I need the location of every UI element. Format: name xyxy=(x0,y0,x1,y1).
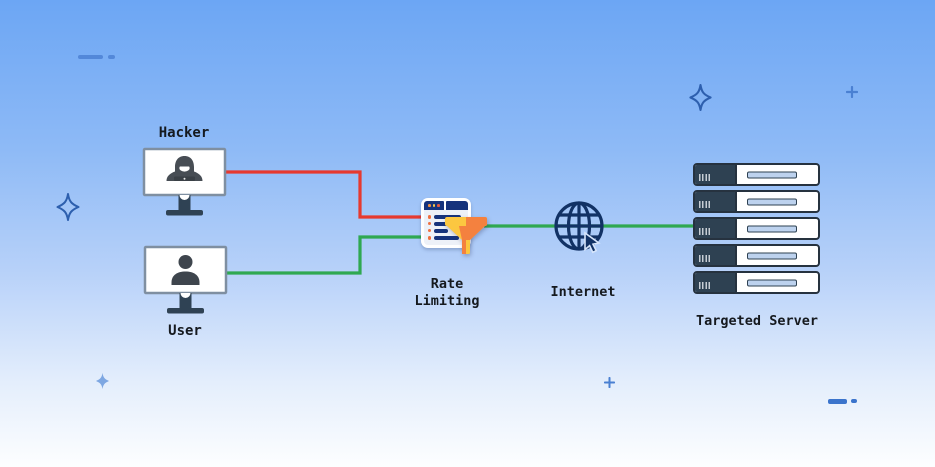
text-bar xyxy=(434,235,460,241)
server-vents-icon xyxy=(699,255,710,262)
server-unit xyxy=(693,217,820,240)
list-row xyxy=(428,228,464,233)
bullet-icon xyxy=(428,222,432,226)
dash-long xyxy=(78,55,103,59)
text-bar xyxy=(434,221,449,226)
server-drive-slot xyxy=(747,279,797,286)
browser-body xyxy=(424,210,468,245)
server-front-panel xyxy=(695,219,737,238)
window-dot-icon xyxy=(428,204,431,207)
server-vents-icon xyxy=(699,228,710,235)
globe-cursor-icon xyxy=(554,201,604,254)
dash-long xyxy=(828,399,847,404)
server-unit xyxy=(693,244,820,267)
cursor-icon xyxy=(584,231,601,254)
server-front-panel xyxy=(695,192,737,211)
sparkle-icon xyxy=(689,84,712,111)
window-dot-icon xyxy=(437,204,440,207)
dash-decoration-top-left xyxy=(78,55,115,59)
server-vents-icon xyxy=(699,282,710,289)
list-row xyxy=(428,221,464,226)
browser-tab xyxy=(424,201,444,210)
server-unit xyxy=(693,163,820,186)
user-to-ratelimit-line xyxy=(226,235,430,275)
window-dot-icon xyxy=(432,204,436,207)
rate-limiting-node xyxy=(421,198,491,256)
plus-icon xyxy=(846,86,858,98)
server-drive-slot xyxy=(747,198,797,205)
server-drive-slot xyxy=(747,252,797,259)
dash-short xyxy=(851,399,857,404)
user-figure-icon xyxy=(171,255,200,285)
sparkle-icon xyxy=(56,193,80,221)
bullet-icon xyxy=(428,236,432,240)
internet-label: Internet xyxy=(550,284,616,300)
hacker-to-ratelimit-line xyxy=(226,170,430,219)
text-bar xyxy=(434,228,449,233)
list-row xyxy=(428,214,464,219)
plus-icon xyxy=(604,377,615,388)
server-unit xyxy=(693,271,820,294)
dash-decoration-bottom-right xyxy=(828,399,857,404)
hacker-monitor-icon xyxy=(142,147,227,216)
hacker-figure-icon xyxy=(166,156,203,181)
browser-header xyxy=(424,201,468,210)
bullet-icon xyxy=(428,215,432,219)
server-drive-slot xyxy=(747,171,797,178)
sparkle-icon-filled xyxy=(95,372,110,390)
server-unit xyxy=(693,190,820,213)
server-front-panel xyxy=(695,246,737,265)
server-front-panel xyxy=(695,165,737,184)
hacker-label: Hacker xyxy=(158,125,210,141)
user-label: User xyxy=(168,323,202,339)
browser-window-icon xyxy=(421,198,471,248)
filter-funnel-icon xyxy=(445,217,487,254)
browser-header-bar xyxy=(446,201,468,210)
list-row xyxy=(428,235,464,241)
rate-limiting-label: Rate Limiting xyxy=(414,276,480,309)
text-bar xyxy=(434,214,462,219)
server-rack-icon xyxy=(693,163,820,294)
server-front-panel xyxy=(695,273,737,292)
targeted-server-label: Targeted Server xyxy=(696,313,818,329)
dash-short xyxy=(108,55,115,59)
server-vents-icon xyxy=(699,174,710,181)
user-monitor-icon xyxy=(143,245,228,314)
server-vents-icon xyxy=(699,201,710,208)
bullet-icon xyxy=(428,228,432,233)
server-drive-slot xyxy=(747,225,797,232)
